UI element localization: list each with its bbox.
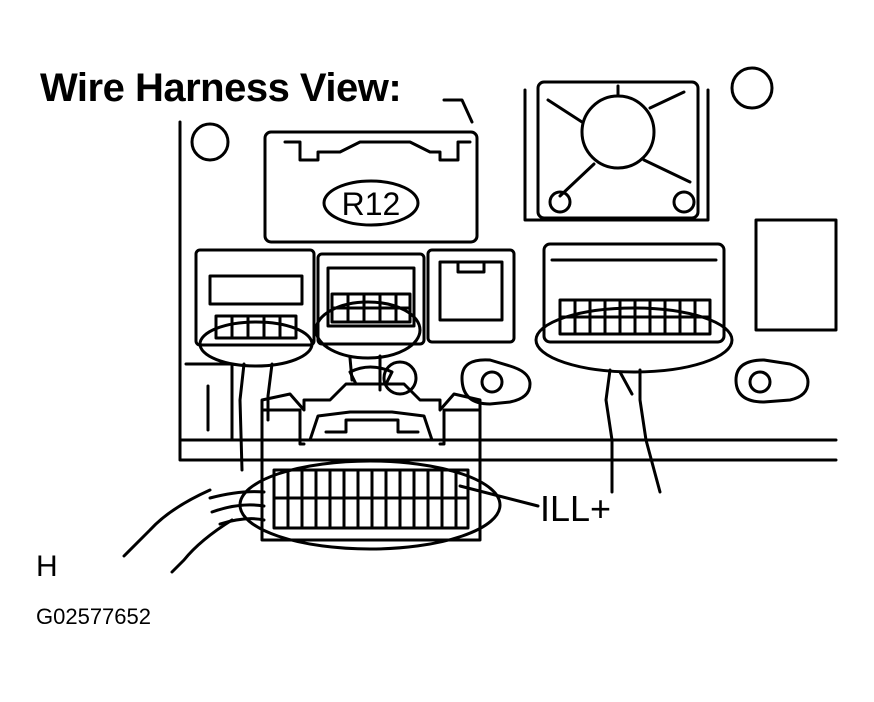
modular-jack xyxy=(428,250,514,342)
callout-leaders xyxy=(444,100,538,506)
cooling-fan xyxy=(538,82,698,218)
r12-connector xyxy=(265,132,477,242)
unit-housing xyxy=(180,68,836,460)
main-connector xyxy=(240,367,500,549)
figure-id: G02577652 xyxy=(36,604,151,629)
view-mark: H xyxy=(36,550,58,583)
wire-harness xyxy=(124,356,660,572)
diagram-title: Wire Harness View: xyxy=(40,66,402,110)
ill-plus-terminal-label: ILL+ xyxy=(540,488,612,529)
r12-connector-label: R12 xyxy=(342,186,401,222)
mounting-bosses xyxy=(186,360,808,440)
left-connector xyxy=(196,250,314,366)
middle-connector xyxy=(316,254,424,358)
right-connector xyxy=(536,244,732,372)
